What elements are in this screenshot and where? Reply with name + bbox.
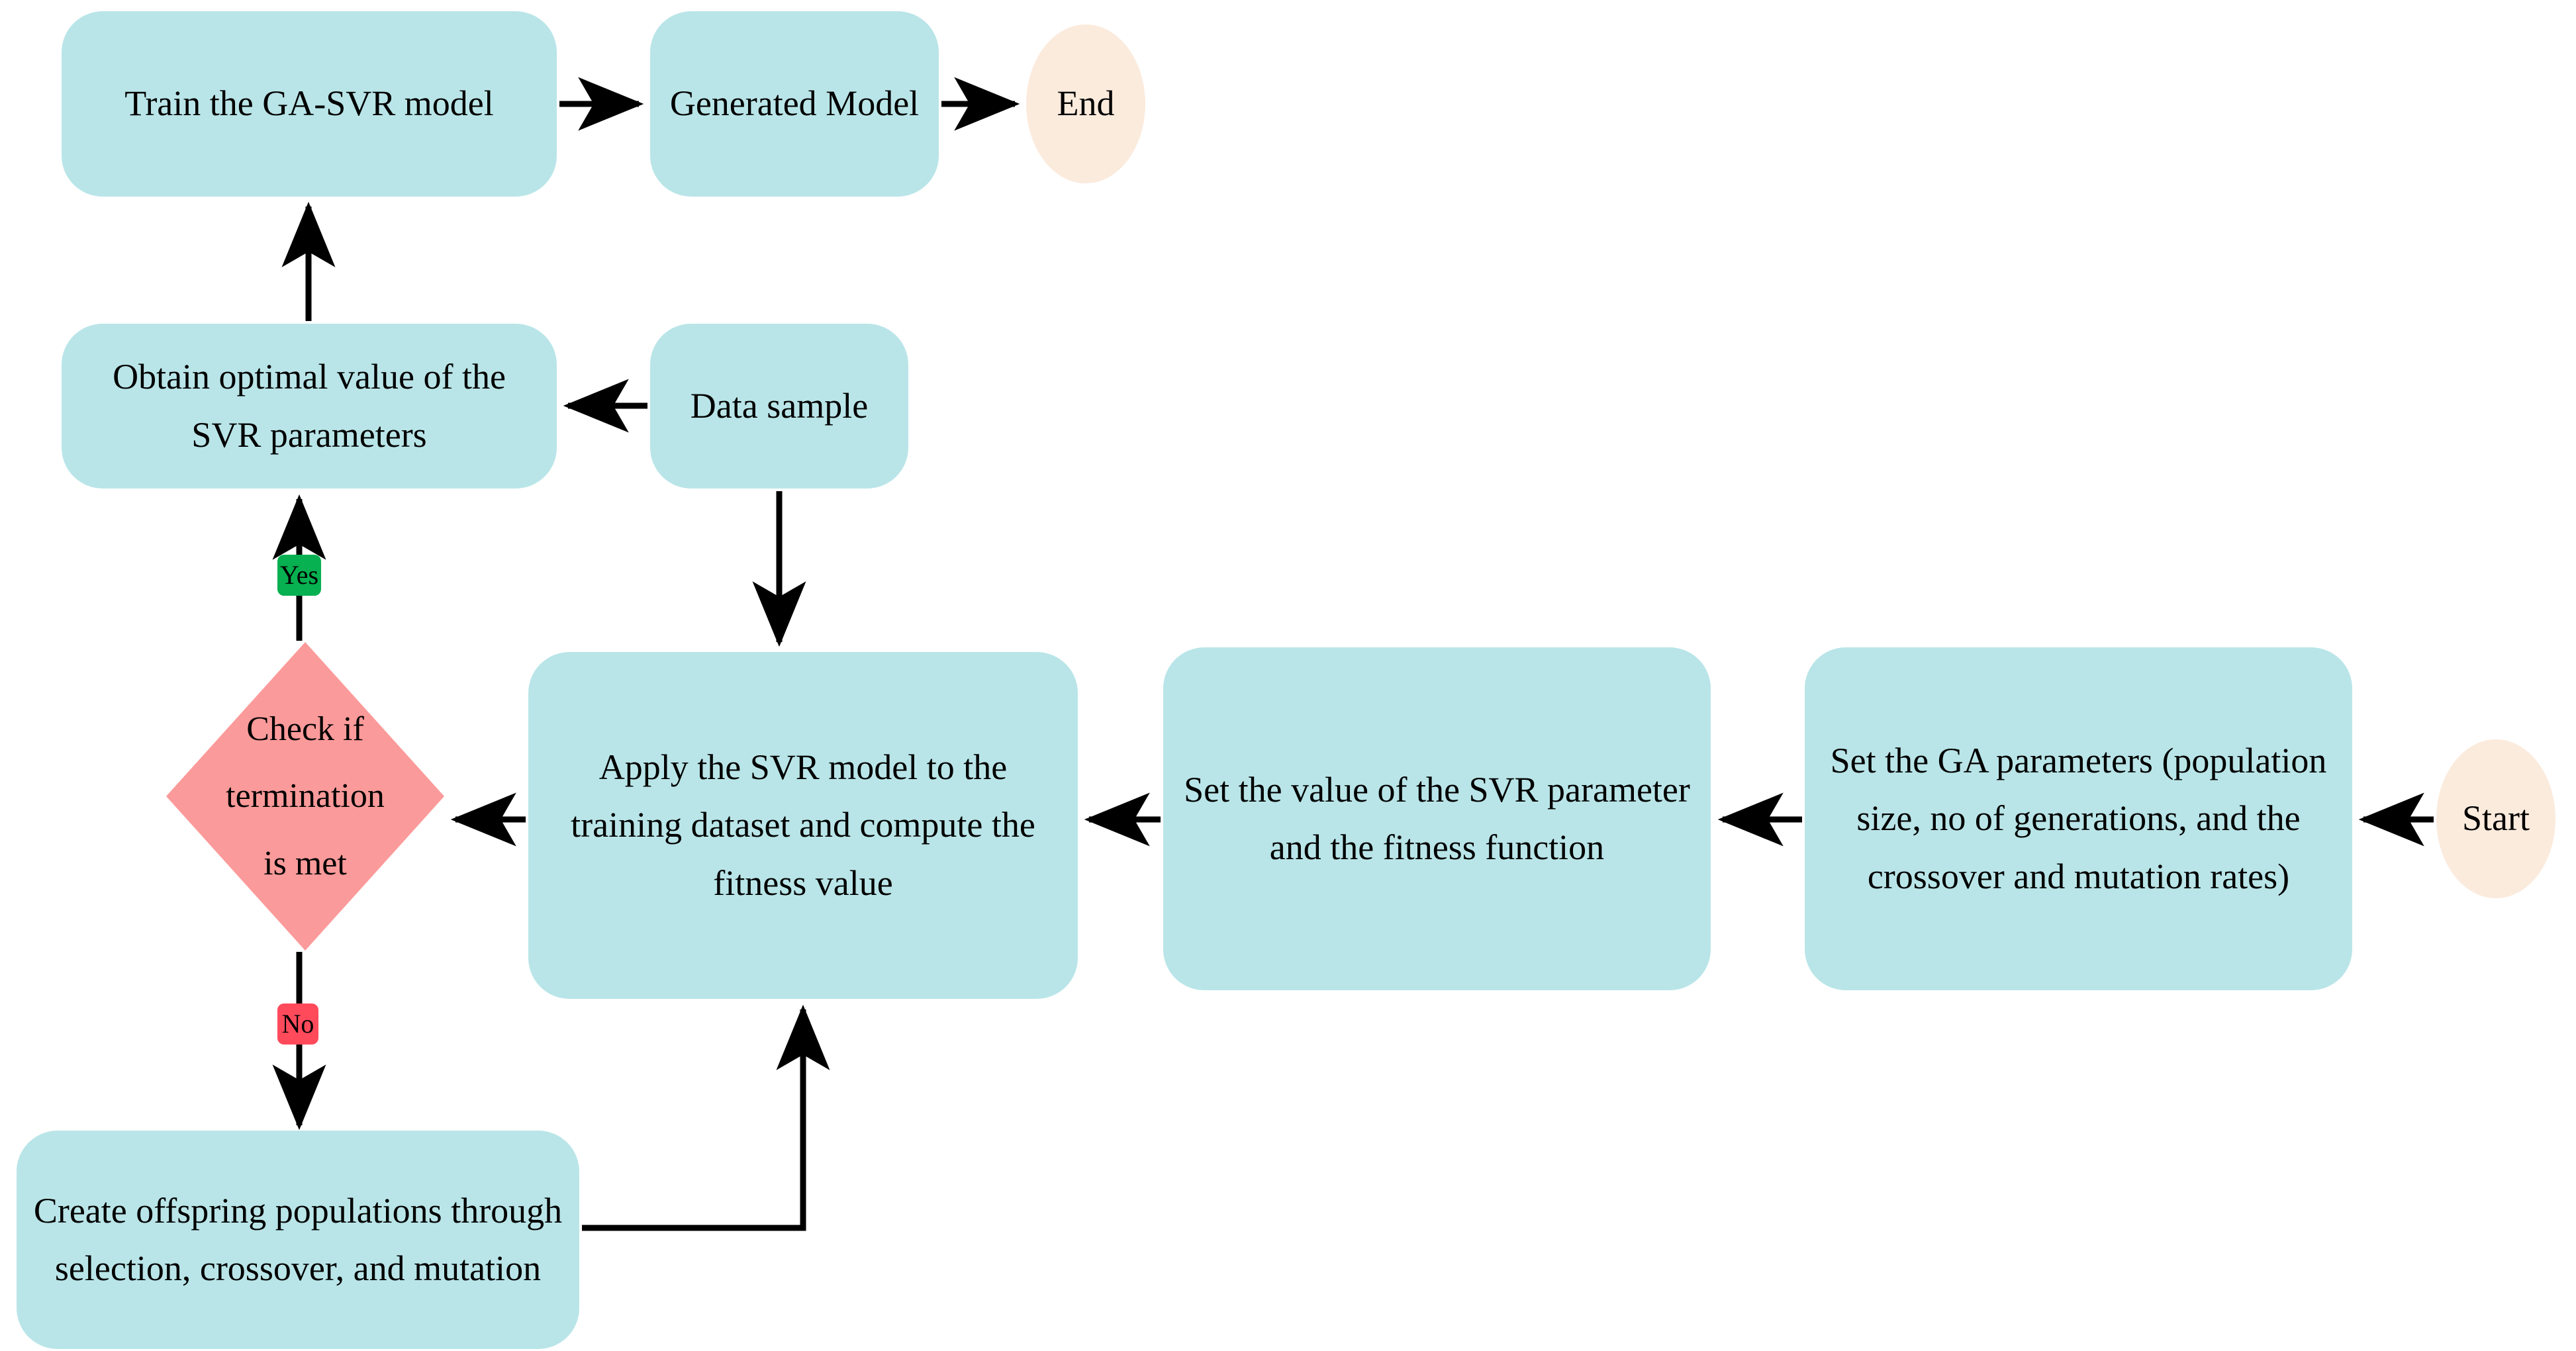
node-generated-model[interactable]: Generated Model: [650, 11, 939, 197]
node-data-sample[interactable]: Data sample: [650, 324, 908, 489]
node-label: Start: [2462, 798, 2530, 839]
node-set-the-ga-parameters[interactable]: Set the GA parameters (population size, …: [1805, 647, 2352, 990]
node-train-the-ga-svr-model[interactable]: Train the GA-SVR model: [62, 11, 557, 197]
node-set-the-value-of-the-svr-parameter[interactable]: Set the value of the SVR parameter and t…: [1163, 647, 1711, 990]
edge-label-no: No: [277, 1003, 318, 1045]
node-label: Set the value of the SVR parameter and t…: [1184, 769, 1690, 867]
node-label: Set the GA parameters (population size, …: [1830, 740, 2327, 896]
node-obtain-optimal-value[interactable]: Obtain optimal value of the SVR paramete…: [62, 324, 557, 489]
node-label: Generated Model: [669, 83, 920, 124]
node-label: Create offspring populations through sel…: [33, 1190, 563, 1288]
node-start[interactable]: Start: [2436, 739, 2555, 898]
node-create-offspring-populations[interactable]: Create offspring populations through sel…: [17, 1131, 579, 1349]
node-end[interactable]: End: [1026, 24, 1145, 183]
edge-label-yes: Yes: [277, 555, 321, 596]
node-label: Train the GA-SVR model: [124, 83, 494, 124]
node-label: End: [1057, 83, 1115, 124]
edge-label-text: No: [281, 1009, 314, 1039]
node-label: Data sample: [690, 385, 869, 426]
node-apply-the-svr-model[interactable]: Apply the SVR model to the training data…: [528, 652, 1078, 999]
node-label: Check if termination is met: [226, 710, 385, 882]
node-check-if-termination-is-met[interactable]: Check if termination is met: [166, 642, 444, 951]
edge-offspring-to-apply: [582, 1004, 830, 1231]
edge-label-text: Yes: [279, 560, 319, 590]
node-label: Apply the SVR model to the training data…: [571, 747, 1035, 903]
node-label: Obtain optimal value of the SVR paramete…: [113, 357, 506, 455]
